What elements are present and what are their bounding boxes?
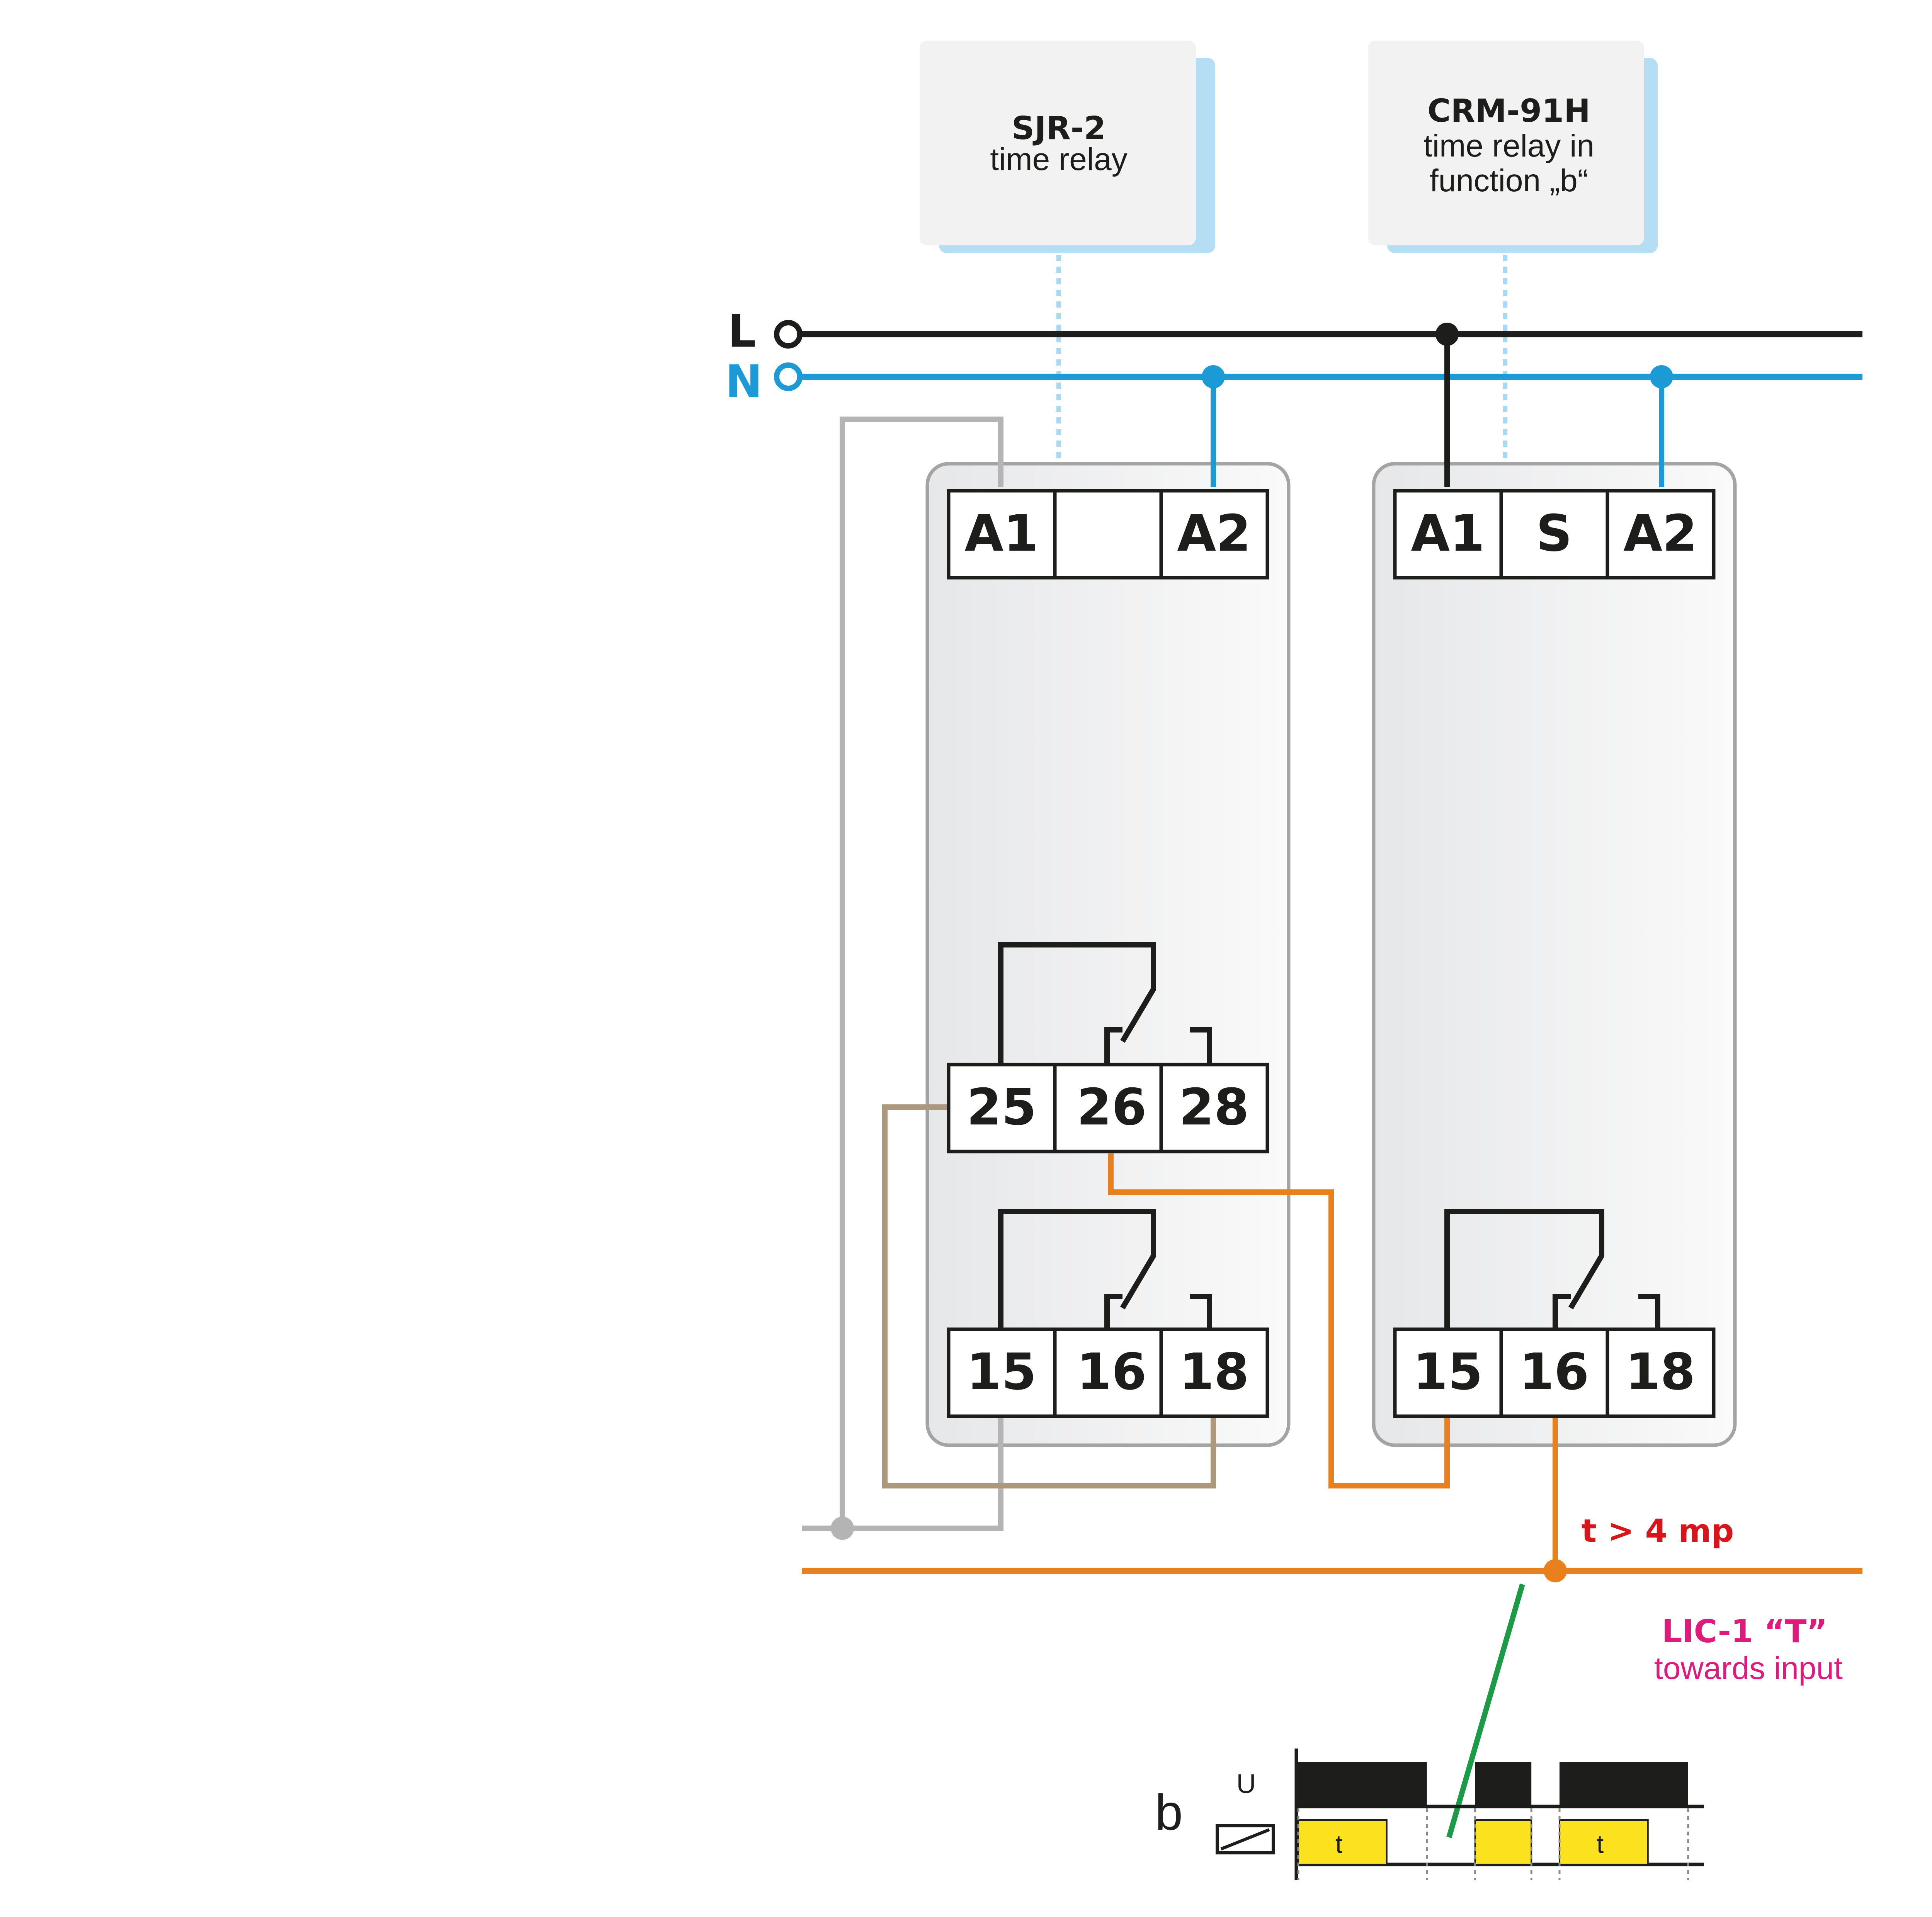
neutral-label: N bbox=[725, 356, 762, 408]
sjr-terminal-16: 16 bbox=[1077, 1342, 1147, 1401]
output-pulse-2 bbox=[1474, 1819, 1532, 1865]
crm-contact-terminal-block: 15 16 18 bbox=[1393, 1327, 1716, 1418]
function-label: b bbox=[1155, 1784, 1183, 1840]
crm-terminal-a2: A2 bbox=[1623, 504, 1697, 563]
crm-neutral-junction-dot-icon bbox=[1650, 365, 1673, 388]
crm-callout: CRM-91H time relay in function „b“ bbox=[1368, 41, 1658, 253]
crm-title: CRM-91H bbox=[1427, 93, 1590, 129]
output-junction-dot-icon bbox=[1544, 1559, 1567, 1582]
sjr-terminal-a2: A2 bbox=[1177, 504, 1251, 563]
sjr26-to-crm15-wire bbox=[1108, 1153, 1450, 1488]
sjr-contact1-terminal-block: 25 26 28 bbox=[947, 1063, 1269, 1153]
sjr-callout: SJR-2 time relay bbox=[920, 41, 1215, 253]
output-pulse-t-label: t bbox=[1335, 1830, 1342, 1858]
supply-pulse-1 bbox=[1298, 1762, 1427, 1806]
live-terminal-ring-icon bbox=[774, 320, 803, 349]
sjr-contact1-symbol bbox=[998, 942, 1212, 1065]
crm-terminal-15: 15 bbox=[1413, 1342, 1483, 1401]
crm-terminal-s: S bbox=[1536, 504, 1572, 563]
sjr-module-body bbox=[925, 462, 1291, 1447]
crm-top-terminal-block: A1 S A2 bbox=[1393, 489, 1716, 580]
crm-terminal-18: 18 bbox=[1626, 1342, 1696, 1401]
output-pulse-t-label: t bbox=[1597, 1830, 1604, 1858]
crm-terminal-a1: A1 bbox=[1411, 504, 1485, 563]
crm-subtitle-line2: function „b“ bbox=[1430, 163, 1588, 198]
supply-pulses bbox=[1298, 1762, 1688, 1806]
sjr-terminal-26: 26 bbox=[1077, 1078, 1147, 1136]
crm-contact-symbol bbox=[1444, 1209, 1660, 1329]
relay-coil-icon bbox=[1216, 1824, 1275, 1854]
sjr-neutral-junction-dot-icon bbox=[1202, 365, 1225, 388]
sjr-contact2-terminal-block: 15 16 18 bbox=[947, 1327, 1269, 1418]
sjr-contact2-symbol bbox=[998, 1209, 1212, 1329]
crm-subtitle-line1: time relay in bbox=[1423, 128, 1594, 163]
output-pulse-3 bbox=[1559, 1819, 1649, 1865]
sjr-a1-supply-wire bbox=[840, 417, 1003, 1528]
supply-u-label: U bbox=[1236, 1769, 1256, 1799]
sjr-terminal-a1: A1 bbox=[964, 504, 1038, 563]
lic-subtitle: towards input bbox=[1654, 1651, 1843, 1686]
sjr-15-wire bbox=[842, 1414, 1003, 1531]
sjr-top-terminal-block: A1 A2 bbox=[947, 489, 1269, 580]
supply-pulse-2 bbox=[1475, 1762, 1532, 1806]
sjr-terminal-28: 28 bbox=[1179, 1078, 1249, 1136]
threshold-label: t > 4 mp bbox=[1582, 1513, 1734, 1550]
supply-pulse-3 bbox=[1560, 1762, 1688, 1806]
tan-bridge-wire bbox=[882, 1104, 1216, 1488]
crm-live-junction-dot-icon bbox=[1435, 323, 1459, 346]
sjr-terminal-15: 15 bbox=[967, 1342, 1037, 1401]
neutral-terminal-ring-icon bbox=[774, 362, 803, 391]
crm-terminal-16: 16 bbox=[1519, 1342, 1589, 1401]
sjr-terminal-18: 18 bbox=[1179, 1342, 1249, 1401]
green-leader-line bbox=[1446, 1584, 1525, 1838]
grey-junction-dot-icon bbox=[831, 1517, 854, 1540]
live-label: L bbox=[728, 306, 756, 357]
sjr-terminal-25: 25 bbox=[967, 1078, 1037, 1136]
lic-title: LIC-1 “T” bbox=[1662, 1613, 1827, 1650]
output-pulse-1 bbox=[1298, 1819, 1388, 1865]
sjr-title: SJR-2 bbox=[1012, 110, 1106, 147]
sjr-subtitle: time relay bbox=[990, 142, 1127, 177]
